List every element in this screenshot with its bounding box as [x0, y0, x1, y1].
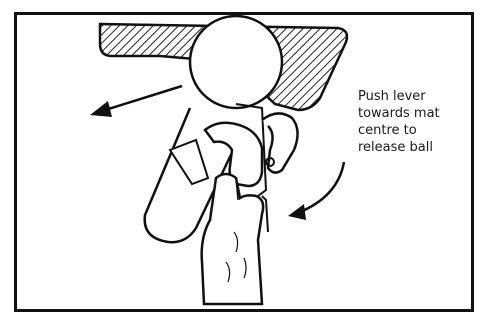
lever-push-arrow — [288, 162, 344, 220]
ball-direction-arrow — [90, 86, 182, 117]
ball — [190, 16, 282, 108]
instruction-caption: Push lever towards mat centre to release… — [358, 88, 470, 156]
